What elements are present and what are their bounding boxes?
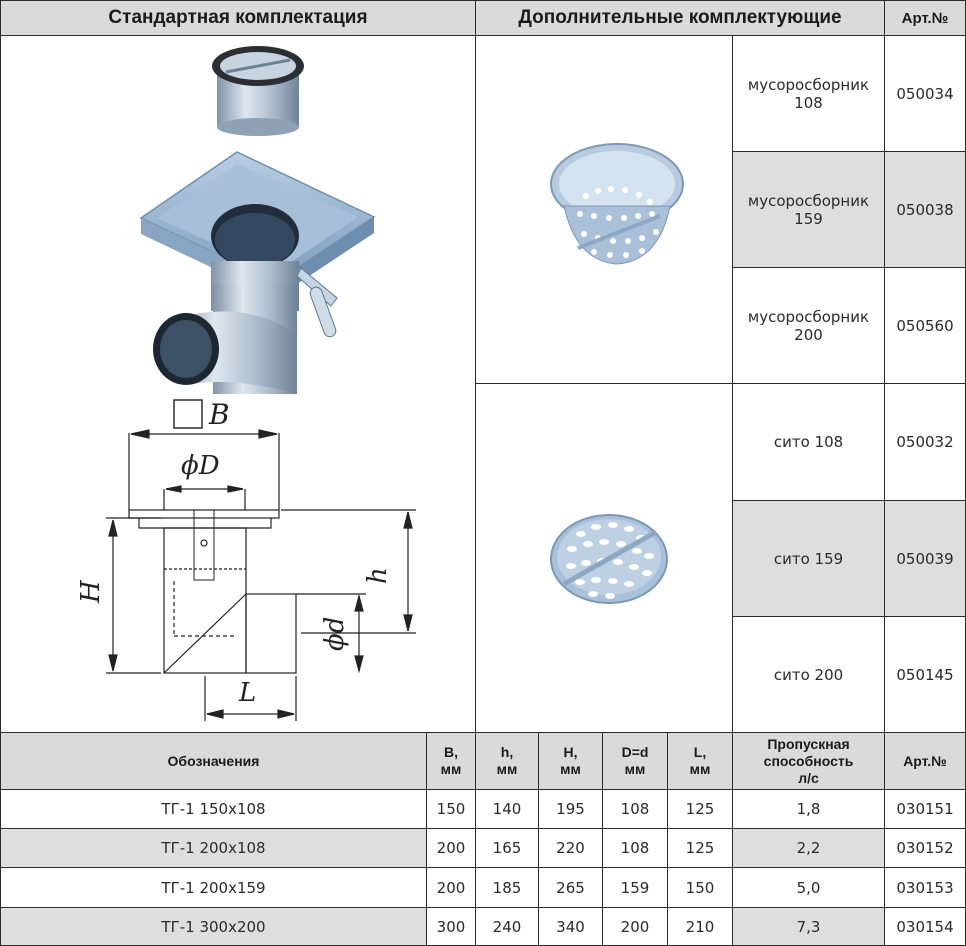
accessory-name: сито 108: [732, 383, 885, 501]
accessory-name: сито 159: [732, 500, 885, 617]
row-flow: 1,8: [732, 789, 885, 829]
table-header-b: B, мм: [426, 732, 476, 790]
label-l: L: [238, 678, 256, 708]
row-l: 125: [667, 789, 733, 829]
accessory-art: 050039: [884, 500, 966, 617]
accessory-name: сито 200: [732, 616, 885, 733]
row-big-h: 195: [538, 789, 603, 829]
table-header-d: D=d мм: [602, 732, 668, 790]
accessory-art: 050038: [884, 151, 966, 268]
row-flow: 7,3: [732, 907, 885, 946]
table-header-l: L, мм: [667, 732, 733, 790]
basket-image-cell: [475, 35, 733, 384]
row-l: 125: [667, 828, 733, 868]
row-h: 165: [475, 828, 539, 868]
row-name: ТГ-1 150x108: [0, 789, 427, 829]
row-h: 240: [475, 907, 539, 946]
row-l: 210: [667, 907, 733, 946]
label-big-d: ϕD: [181, 451, 220, 481]
row-d: 159: [602, 867, 668, 908]
accessory-name: мусоросборник 108: [732, 35, 885, 152]
product-illustration-panel: B ϕD H h ϕd L: [0, 35, 476, 733]
header-art: Арт.№: [884, 0, 966, 36]
row-art: 030152: [884, 828, 966, 868]
row-b: 300: [426, 907, 476, 946]
row-big-h: 265: [538, 867, 603, 908]
row-flow: 2,2: [732, 828, 885, 868]
row-b: 150: [426, 789, 476, 829]
header-additional: Дополнительные комплектующие: [475, 0, 885, 36]
table-header-flow: Пропускная способность л/с: [732, 732, 885, 790]
label-big-h: H: [76, 579, 106, 604]
row-big-h: 220: [538, 828, 603, 868]
row-d: 108: [602, 789, 668, 829]
table-header-h: h, мм: [475, 732, 539, 790]
label-b: B: [208, 398, 230, 431]
label-small-d: ϕd: [320, 617, 350, 651]
table-header-name: Обозначения: [0, 732, 427, 790]
header-standard: Стандартная комплектация: [0, 0, 476, 36]
waste-basket-icon: [550, 143, 684, 265]
accessory-art: 050032: [884, 383, 966, 501]
accessory-art: 050034: [884, 35, 966, 152]
row-name: ТГ-1 300x200: [0, 907, 427, 946]
row-b: 200: [426, 867, 476, 908]
accessory-name: мусоросборник 200: [732, 267, 885, 384]
row-h: 185: [475, 867, 539, 908]
row-art: 030151: [884, 789, 966, 829]
row-h: 140: [475, 789, 539, 829]
accessory-art: 050560: [884, 267, 966, 384]
row-d: 108: [602, 828, 668, 868]
strainer-icon: [550, 514, 668, 604]
table-header-big-h: H, мм: [538, 732, 603, 790]
row-name: ТГ-1 200x108: [0, 828, 427, 868]
drain-product-drawing: B ϕD H h ϕd L: [76, 46, 416, 721]
strainer-image-cell: [475, 383, 733, 733]
siphon-insert: [212, 46, 304, 136]
row-big-h: 340: [538, 907, 603, 946]
dimension-drawing: [106, 399, 416, 721]
row-art: 030153: [884, 867, 966, 908]
row-name: ТГ-1 200x159: [0, 867, 427, 908]
row-l: 150: [667, 867, 733, 908]
row-d: 200: [602, 907, 668, 946]
table-header-art: Арт.№: [884, 732, 966, 790]
row-art: 030154: [884, 907, 966, 946]
accessory-art: 050145: [884, 616, 966, 733]
accessory-name: мусоросборник 159: [732, 151, 885, 268]
label-small-h: h: [363, 567, 393, 584]
row-flow: 5,0: [732, 867, 885, 908]
drain-body: [139, 151, 376, 394]
row-b: 200: [426, 828, 476, 868]
